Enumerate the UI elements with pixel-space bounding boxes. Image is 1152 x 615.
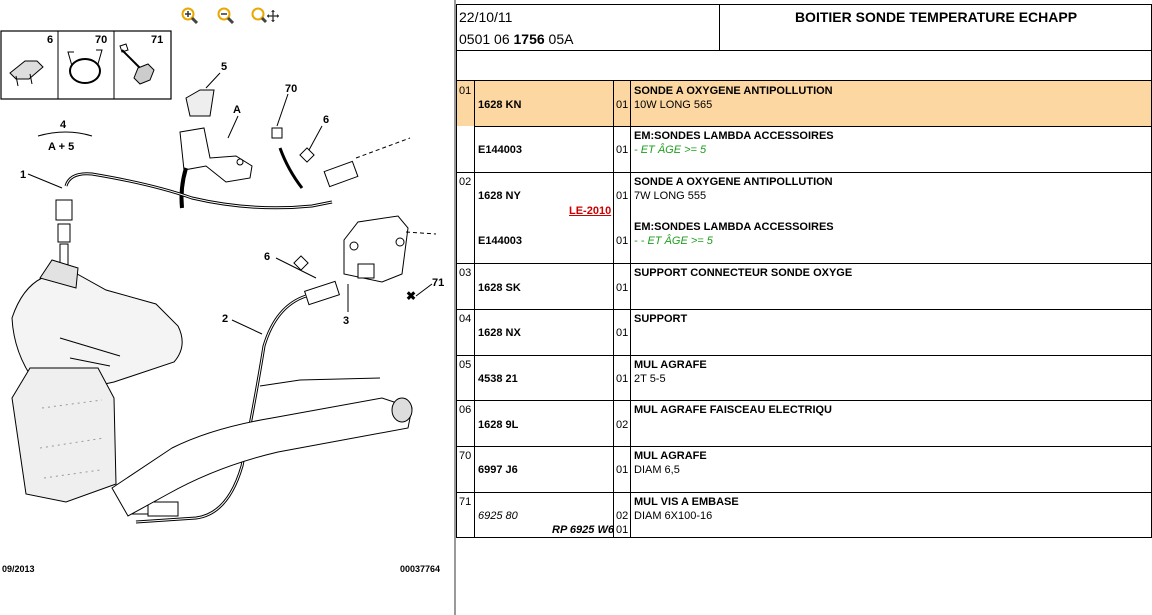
connector-top [323, 137, 411, 188]
row-02-qty: 01 [616, 190, 629, 202]
row-71-sub: DIAM 6X100-16 [634, 510, 713, 522]
thumb-label-71: 71 [151, 34, 163, 46]
exploded-view-diagram: 6 70 71 5 A 70 6 4 A + 5 [0, 30, 444, 524]
row-06-part[interactable]: 1628 9L [478, 419, 519, 431]
row-04-qty: 01 [616, 327, 629, 339]
row-01-number: 01 [459, 85, 472, 97]
row-01-desc: SONDE A OXYGENE ANTIPOLLUTION [634, 85, 833, 97]
row-71-number: 71 [459, 496, 472, 508]
zoom-out-icon[interactable] [216, 6, 236, 26]
row-01b-desc: EM:SONDES LAMBDA ACCESSOIRES [634, 130, 834, 142]
row-02-link[interactable]: LE-2010 [569, 205, 612, 217]
row-01b-sub: - ET ÂGE >= 5 [634, 144, 707, 156]
row-04-part[interactable]: 1628 NX [478, 327, 521, 339]
row-02-part[interactable]: 1628 NY [478, 190, 521, 202]
callout-70: 70 [285, 83, 297, 95]
sensor-cable-1 [64, 172, 333, 210]
header-reference: 0501 06 1756 05A [459, 31, 574, 47]
zoom-toolbar [0, 4, 454, 28]
pan-zoom-icon[interactable] [250, 6, 280, 26]
row-70-qty: 01 [616, 464, 629, 476]
row-02-number: 02 [459, 176, 472, 188]
parts-panel: 22/10/11 0501 06 1756 05A BOITIER SONDE … [456, 0, 1152, 615]
callout-a: A [233, 104, 241, 116]
row-70-part[interactable]: 6997 J6 [478, 464, 518, 476]
exhaust-manifold [11, 259, 413, 517]
zoom-in-icon[interactable] [180, 6, 200, 26]
row-71-part[interactable]: 6925 80 [478, 510, 518, 522]
row-05-part[interactable]: 4538 21 [478, 373, 518, 385]
row-71-desc: MUL VIS A EMBASE [634, 496, 739, 508]
callout-4-sub: A + 5 [48, 141, 74, 153]
footer-date: 09/2013 [2, 564, 35, 574]
support-bracket-3 [343, 215, 437, 283]
callout-3: 3 [343, 315, 349, 327]
sensor-probe-1 [55, 199, 73, 269]
row-06-qty: 02 [616, 419, 629, 431]
thumb-label-6: 6 [47, 34, 53, 46]
row-71-qty-alt: 01 [616, 524, 629, 536]
row-06-number: 06 [459, 404, 472, 416]
diagram-panel[interactable]: 6 70 71 5 A 70 6 4 A + 5 [0, 0, 454, 615]
row-05-desc: MUL AGRAFE [634, 359, 707, 371]
callout-6-top: 6 [323, 114, 329, 126]
row-70-desc: MUL AGRAFE [634, 450, 707, 462]
row-04-number: 04 [459, 313, 472, 325]
callout-5: 5 [221, 61, 227, 73]
connector-lower [303, 280, 341, 306]
row-01b-qty: 01 [616, 144, 629, 156]
footer-ref: 00037764 [400, 564, 441, 574]
row-71-part-alt[interactable]: RP 6925 W6 [552, 524, 614, 536]
row-02-desc: SONDE A OXYGENE ANTIPOLLUTION [634, 176, 833, 188]
bracket-a [179, 115, 253, 183]
row-70-number: 70 [459, 450, 472, 462]
row-03-desc: SUPPORT CONNECTEUR SONDE OXYGE [634, 267, 853, 279]
row-70-sub: DIAM 6,5 [634, 464, 680, 476]
page-title: BOITIER SONDE TEMPERATURE ECHAPP [794, 9, 1078, 25]
row-01b-part[interactable]: E144003 [478, 144, 523, 156]
row-01-qty: 01 [616, 99, 629, 111]
callout-6-lower: 6 [264, 251, 270, 263]
clip-5 [185, 72, 221, 117]
row-02b-desc: EM:SONDES LAMBDA ACCESSOIRES [634, 221, 834, 233]
row-02b-sub: - - ET ÂGE >= 5 [634, 235, 713, 247]
row-02-sub: 7W LONG 555 [634, 190, 707, 202]
row-71-qty: 02 [616, 510, 629, 522]
callout-71: 71 [432, 277, 444, 289]
parts-table: 01 1628 KN 01 SONDE A OXYGENE ANTIPOLLUT… [456, 81, 1152, 538]
callout-2: 2 [222, 313, 228, 325]
row-03-qty: 01 [616, 282, 629, 294]
row-04-desc: SUPPORT [634, 313, 688, 325]
row-02b-part[interactable]: E144003 [478, 235, 523, 247]
thumb-label-70: 70 [95, 34, 107, 46]
row-01-sub: 10W LONG 565 [634, 99, 713, 111]
row-highlight [457, 81, 1151, 126]
header-date: 22/10/11 [459, 9, 513, 25]
row-05-number: 05 [459, 359, 472, 371]
row-03-number: 03 [459, 267, 472, 279]
row-02b-qty: 01 [616, 235, 629, 247]
panel-divider[interactable] [454, 0, 456, 615]
callout-1: 1 [20, 169, 26, 181]
row-06-desc: MUL AGRAFE FAISCEAU ELECTRIQU [634, 404, 833, 416]
part-thumbnails [0, 30, 172, 100]
row-05-sub: 2T 5-5 [634, 373, 666, 385]
callout-4: 4 [60, 119, 67, 131]
row-01-part[interactable]: 1628 KN [478, 99, 522, 111]
row-03-part[interactable]: 1628 SK [478, 282, 521, 294]
row-05-qty: 01 [616, 373, 629, 385]
screw-icon: ✖ [406, 289, 416, 303]
